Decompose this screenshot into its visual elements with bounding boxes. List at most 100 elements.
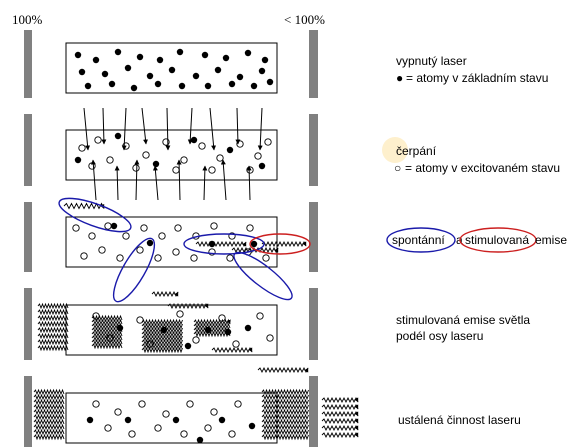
ground-atom: [114, 48, 122, 56]
legend-ground-text: = atomy v základním stavu: [406, 71, 548, 85]
photon-wave: [91, 342, 123, 350]
ground-atom: [146, 72, 154, 80]
pump-arrow-down: [187, 107, 193, 145]
photon-wave: [261, 388, 309, 396]
mirror-gap: [22, 98, 34, 114]
ground-atom: [172, 416, 180, 424]
photon-wave: [261, 433, 309, 441]
legend-ground-symbol: ●: [396, 71, 403, 85]
ground-atom: [136, 53, 144, 61]
excited-atom: [136, 246, 144, 254]
excited-atom: [246, 224, 254, 232]
photon-wave: [91, 322, 123, 330]
ground-atom: [176, 48, 184, 56]
photon-wave: [151, 290, 179, 298]
photon-wave: [141, 338, 183, 346]
excited-atom: [78, 144, 86, 152]
photon-wave: [193, 322, 231, 330]
legend-excited-symbol: ○: [394, 161, 401, 175]
stage-labels: vypnutý laser ● = atomy v základním stav…: [382, 54, 567, 427]
excited-atom: [136, 316, 144, 324]
ground-atom: [110, 222, 118, 230]
photon-wave: [33, 408, 65, 416]
photon-wave: [141, 318, 183, 326]
excited-atom: [172, 166, 180, 174]
right-mirror-bar: [309, 38, 318, 447]
excited-atom: [92, 400, 100, 408]
photon-wave: [261, 423, 309, 431]
excited-atom: [186, 400, 194, 408]
photon-wave: [37, 302, 69, 310]
excited-atom: [216, 154, 224, 162]
photon-wave: [37, 314, 69, 322]
photon-wave: [141, 346, 183, 354]
excited-atom: [228, 430, 236, 438]
excited-atom: [204, 424, 212, 432]
excited-atom: [132, 164, 140, 172]
mirror-gap: [22, 186, 34, 202]
photon-wave: [91, 314, 123, 322]
excited-atom: [226, 254, 234, 262]
ground-atom: [84, 82, 92, 90]
excited-atom: [94, 136, 102, 144]
excited-atom: [154, 254, 162, 262]
photon-wave: [33, 393, 65, 401]
excited-atom: [88, 232, 96, 240]
pump-arrow-up: [220, 159, 227, 201]
ground-atom: [250, 240, 258, 248]
photon-wave: [261, 413, 309, 421]
excited-atom: [80, 252, 88, 260]
spontaneous-ellipse-2: [112, 237, 156, 303]
excited-atom: [210, 222, 218, 230]
excited-atom: [192, 336, 200, 344]
pump-arrow-down: [209, 107, 217, 151]
pump-arrow-up: [202, 165, 208, 201]
pump-arrow-down: [121, 107, 127, 151]
mirror-gap: [307, 360, 320, 376]
ground-atom: [130, 84, 138, 92]
ground-atom: [258, 67, 266, 75]
ground-atom: [214, 66, 222, 74]
ground-atom: [101, 70, 109, 78]
medium-boxes: [65, 42, 278, 444]
ground-atom: [74, 51, 82, 59]
photon-wave: [321, 424, 359, 432]
label-emission: emise: [535, 233, 567, 247]
medium-box-steady: [65, 392, 278, 444]
ground-atom: [78, 68, 86, 76]
photon-wave: [193, 326, 231, 334]
ground-atom: [261, 56, 269, 64]
mirror-gap: [307, 272, 320, 288]
photon-wave: [141, 342, 183, 350]
photon-wave: [141, 322, 183, 330]
pump-arrow-down: [165, 107, 171, 151]
photon-wave: [33, 398, 65, 406]
excited-atom: [256, 312, 264, 320]
mirror-gap: [307, 186, 320, 202]
ground-atom: [266, 78, 274, 86]
photon-wave: [37, 338, 69, 346]
emission-ellipses: [58, 197, 311, 303]
pump-arrow-down: [257, 107, 263, 151]
label-laser-off: vypnutý laser: [396, 54, 467, 68]
photon-wave: [261, 403, 309, 411]
ground-atom: [192, 72, 200, 80]
photon-wave: [321, 431, 359, 439]
ground-atom: [236, 73, 244, 81]
photon-wave: [261, 408, 309, 416]
medium-box-off: [65, 42, 278, 94]
spontaneous-ellipse-3: [183, 233, 265, 255]
ground-atom: [226, 146, 234, 154]
excited-atom: [154, 424, 162, 432]
label-stimulated: stimulovaná: [465, 233, 529, 247]
photon-wave: [167, 302, 209, 310]
ground-atom: [178, 82, 186, 90]
excited-atom: [198, 142, 206, 150]
mirror-gap: [22, 272, 34, 288]
pump-glow: [382, 137, 408, 163]
label-axis-line2: podél osy laseru: [396, 329, 483, 343]
photon-wave: [37, 326, 69, 334]
photon-wave: [195, 240, 247, 248]
ground-atom: [124, 64, 132, 72]
